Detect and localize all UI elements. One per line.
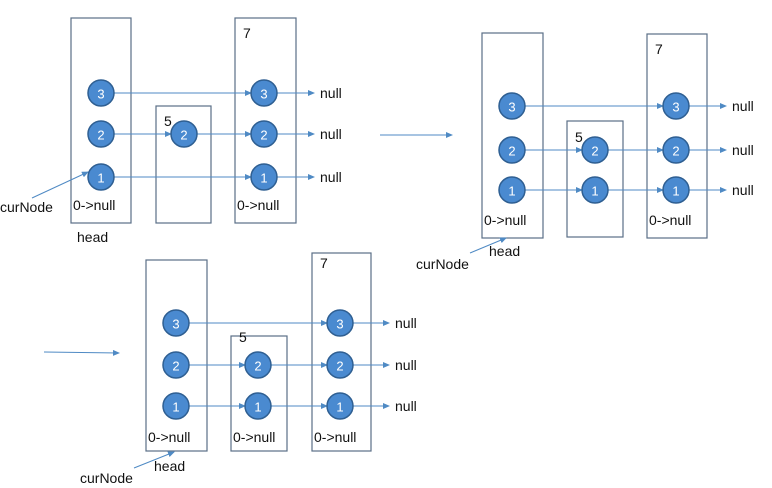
level-pointer-node — [244, 351, 272, 379]
level-pointer-node — [250, 163, 278, 191]
level-number: 2 — [172, 359, 179, 374]
level-pointer-node — [162, 309, 190, 337]
level-number: 3 — [336, 317, 343, 332]
panel-3-labels: 0->null 5 0->null 7 0->null null null null head c… — [80, 255, 417, 486]
level-pointer-node — [326, 392, 354, 420]
level-number: 1 — [672, 184, 679, 199]
node-value-label: 5 — [164, 113, 172, 129]
level-pointer-node — [250, 120, 278, 148]
panel-3-nodes: 1 2 3 1 2 1 2 3 — [162, 309, 354, 420]
level-pointer-node — [498, 136, 526, 164]
null-label: null — [732, 142, 754, 158]
tail-pointer-label: 0->null — [649, 212, 691, 228]
panel-1-labels: 0->null 5 7 0->null null null null head curNode — [0, 25, 342, 245]
level-pointer-node — [581, 136, 609, 164]
head-label: head — [154, 458, 185, 474]
panel-2-nodes: 1 2 3 1 2 1 2 3 — [498, 92, 690, 204]
level-pointer-node — [170, 120, 198, 148]
level-number: 2 — [672, 144, 679, 159]
level-pointer-node — [326, 351, 354, 379]
null-label: null — [395, 357, 417, 373]
head-label: head — [77, 229, 108, 245]
head-label: head — [489, 243, 520, 259]
level-number: 3 — [97, 87, 104, 102]
level-number: 2 — [591, 144, 598, 159]
level-pointer-node — [662, 176, 690, 204]
panel-2-labels: 0->null 5 7 0->null null null null head curNode — [416, 41, 754, 272]
level-number: 3 — [260, 87, 267, 102]
level-number: 2 — [97, 128, 104, 143]
level-pointer-node — [87, 120, 115, 148]
level-number: 2 — [260, 128, 267, 143]
null-label: null — [395, 315, 417, 331]
level-pointer-node — [87, 163, 115, 191]
tail-pointer-label: 0->null — [73, 197, 115, 213]
curnode-label: curNode — [80, 470, 133, 486]
level-number: 1 — [336, 400, 343, 415]
curnode-label: curNode — [416, 256, 469, 272]
level-pointer-node — [498, 176, 526, 204]
tail-pointer-label: 0->null — [233, 429, 275, 445]
level-number: 3 — [672, 100, 679, 115]
level-number: 1 — [260, 171, 267, 186]
null-label: null — [732, 182, 754, 198]
null-label: null — [395, 398, 417, 414]
step-transition-arrow — [43, 349, 120, 356]
level-pointer-node — [250, 79, 278, 107]
null-label: null — [320, 169, 342, 185]
curnode-label: curNode — [0, 199, 53, 215]
skiplist-node-box — [646, 33, 708, 239]
level-pointer-node — [581, 176, 609, 204]
level-pointer-node — [162, 392, 190, 420]
tail-pointer-label: 0->null — [484, 212, 526, 228]
node-value-label: 7 — [320, 255, 328, 271]
node-value-label: 5 — [575, 129, 583, 145]
level-number: 1 — [591, 184, 598, 199]
level-number: 2 — [336, 359, 343, 374]
curnode-pointer-arrow — [31, 171, 89, 199]
level-number: 3 — [172, 317, 179, 332]
level-pointer-node — [326, 309, 354, 337]
level-pointer-node — [662, 136, 690, 164]
null-label: null — [320, 126, 342, 142]
level-number: 1 — [97, 171, 104, 186]
level-pointer-node — [244, 392, 272, 420]
panel-2-boxes — [481, 32, 708, 239]
skiplist-node-box — [481, 32, 544, 239]
level-number: 2 — [254, 359, 261, 374]
level-pointer-node — [87, 79, 115, 107]
node-value-label: 5 — [239, 329, 247, 345]
node-value-label: 7 — [655, 41, 663, 57]
curnode-pointer-arrow — [133, 451, 175, 469]
level-number: 1 — [254, 400, 261, 415]
level-pointer-node — [498, 92, 526, 120]
null-label: null — [320, 85, 342, 101]
level-pointer-node — [662, 92, 690, 120]
node-value-label: 7 — [243, 25, 251, 41]
level-pointer-node — [162, 351, 190, 379]
curnode-pointer-arrow — [469, 237, 507, 254]
tail-pointer-label: 0->null — [314, 429, 356, 445]
level-number: 2 — [180, 128, 187, 143]
level-number: 3 — [508, 100, 515, 115]
level-number: 1 — [172, 400, 179, 415]
null-label: null — [732, 98, 754, 114]
level-number: 1 — [508, 184, 515, 199]
panel-1-nodes: 1 2 3 2 1 2 3 — [87, 79, 278, 191]
level-number: 2 — [508, 144, 515, 159]
tail-pointer-label: 0->null — [148, 429, 190, 445]
tail-pointer-label: 0->null — [237, 197, 279, 213]
